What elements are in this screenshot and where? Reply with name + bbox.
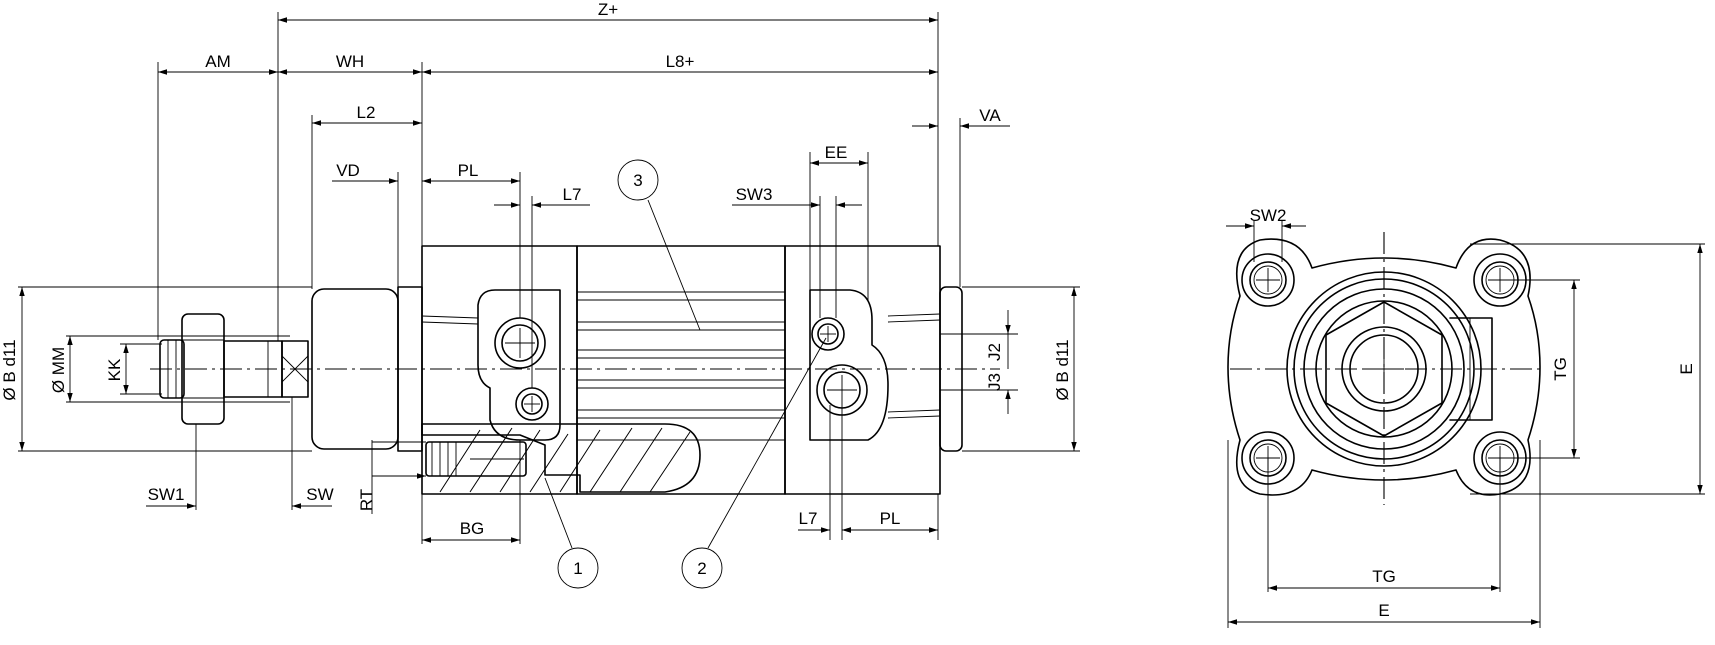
label-sw: SW <box>306 485 333 504</box>
extension-lines <box>18 12 1080 544</box>
rod-thread-end <box>159 339 185 399</box>
label-sw3: SW3 <box>736 185 773 204</box>
label-l7-bottom: L7 <box>799 509 818 528</box>
label-j3: J3 <box>985 373 1004 391</box>
rear-cushion-screw <box>811 317 845 351</box>
end-view: SW2 TG E TG E <box>1226 206 1705 628</box>
label-am: AM <box>205 52 231 71</box>
callout-1-text: 1 <box>573 559 582 578</box>
front-end-cap <box>421 245 578 495</box>
callout-2-text: 2 <box>697 559 706 578</box>
label-va: VA <box>979 106 1001 125</box>
label-pl-bottom: PL <box>880 509 901 528</box>
callout-3: 3 <box>617 159 701 331</box>
callout-3-text: 3 <box>633 171 642 190</box>
callout-1: 1 <box>544 477 599 589</box>
front-port-inner <box>501 324 539 362</box>
label-wh: WH <box>336 52 364 71</box>
label-kk: KK <box>105 358 124 381</box>
label-bg: BG <box>460 519 485 538</box>
label-tg-horizontal: TG <box>1372 567 1396 586</box>
label-rt: RT <box>357 489 376 511</box>
label-tg-vertical: TG <box>1551 357 1570 381</box>
label-l8: L8+ <box>666 52 695 71</box>
rear-port-pocket <box>809 289 889 441</box>
side-view: Z+ AM WH L8+ L2 VA VD PL L7 EE SW3 Ø B d… <box>0 0 1080 589</box>
cutaway-section <box>421 423 701 493</box>
label-sw2: SW2 <box>1250 206 1287 225</box>
label-l7-top: L7 <box>563 185 582 204</box>
wrench-flat <box>281 340 309 398</box>
label-z: Z+ <box>598 0 618 19</box>
front-port-pocket <box>477 289 561 441</box>
label-sw1: SW1 <box>148 485 185 504</box>
label-l2: L2 <box>357 103 376 122</box>
label-pl-top: PL <box>458 161 479 180</box>
label-ee: EE <box>825 143 848 162</box>
tie-rod-top-left <box>1241 253 1295 307</box>
label-vd: VD <box>336 161 360 180</box>
label-b-left: Ø B d11 <box>0 339 19 400</box>
label-j2: J2 <box>985 343 1004 361</box>
callout-2: 2 <box>681 337 827 589</box>
end-view-extension-lines <box>1227 220 1705 628</box>
rear-boss <box>939 286 963 452</box>
mounting-thread-insert <box>425 441 527 477</box>
label-e-vertical: E <box>1677 363 1696 374</box>
label-b-right: Ø B d11 <box>1053 339 1072 400</box>
label-e-horizontal: E <box>1378 601 1389 620</box>
label-mm: Ø MM <box>49 347 68 393</box>
